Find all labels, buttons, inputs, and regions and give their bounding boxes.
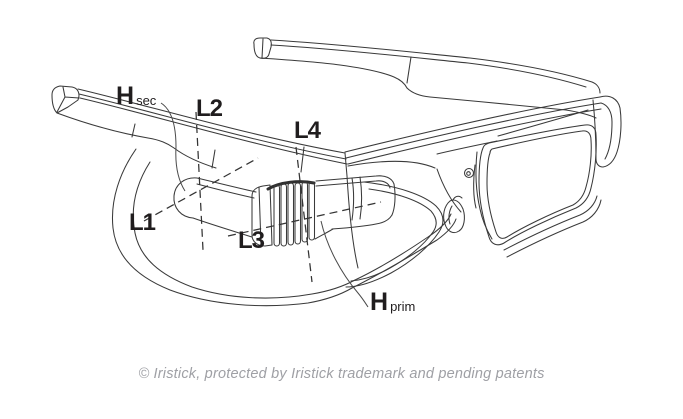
label-l1: L1 xyxy=(129,209,156,236)
label-h-prim-main: H xyxy=(370,288,388,316)
frame-left-panel xyxy=(111,148,457,307)
label-l4: L4 xyxy=(294,117,321,144)
copyright-caption: © Iristick, protected by Iristick tradem… xyxy=(138,366,545,382)
frame-front xyxy=(300,95,622,269)
label-l2: L2 xyxy=(196,95,223,122)
camera-pod xyxy=(251,175,396,247)
left-temple xyxy=(51,85,348,169)
dashed-axis-l4 xyxy=(295,146,313,283)
label-h-prim: H prim xyxy=(370,290,415,315)
dashed-axis-l1 xyxy=(143,157,259,222)
label-h-sec-sub: sec xyxy=(136,93,157,108)
label-h-prim-sub: prim xyxy=(390,299,416,314)
bridge-nose xyxy=(436,164,477,234)
clip-hook xyxy=(173,177,257,238)
dashed-axis-l2 xyxy=(195,111,204,251)
hinge-screw xyxy=(463,167,475,179)
dashed-axis-l3 xyxy=(227,201,382,237)
right-temple xyxy=(253,37,601,119)
label-h-sec: H sec xyxy=(116,84,156,109)
label-l3: L3 xyxy=(238,227,265,254)
left-lens xyxy=(345,181,444,288)
leader-h-prim xyxy=(320,220,369,308)
label-h-sec-main: H xyxy=(116,82,134,110)
leader-h-sec xyxy=(160,102,186,192)
right-lens xyxy=(475,124,602,258)
